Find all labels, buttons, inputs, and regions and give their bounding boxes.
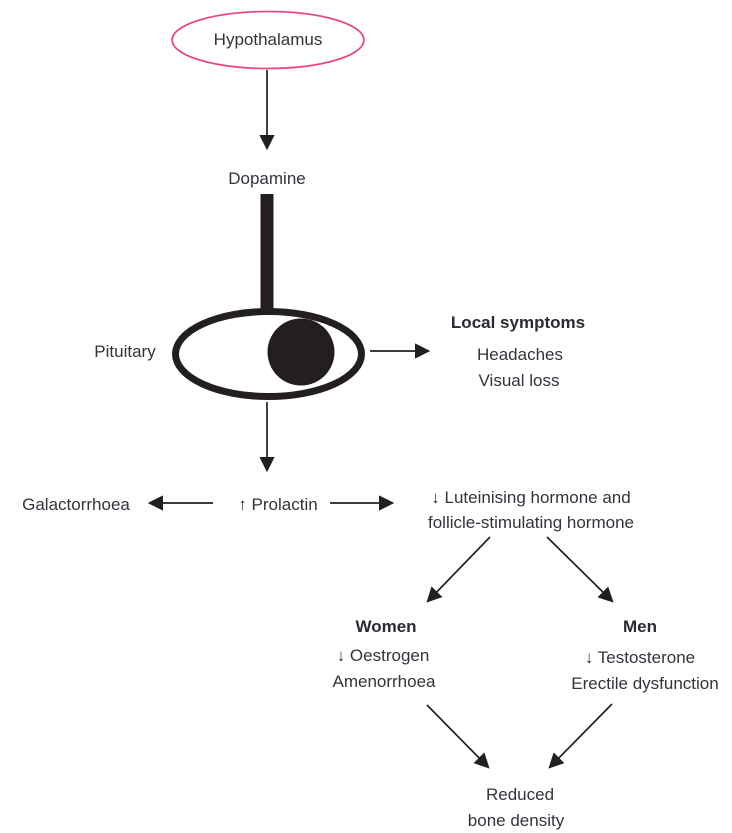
reduced-bone-density-line2: bone density [467,810,565,830]
local-symptom-visual-loss: Visual loss [478,370,560,390]
hypothalamus-label: Hypothalamus [213,29,323,49]
pituitary-label: Pituitary [94,341,156,361]
lhfsh-to-women-arrow [426,536,491,603]
adenoma-circle [267,318,335,386]
pituitary-stalk-bar [260,194,274,316]
men-testosterone: ↓ Testosterone [585,648,695,668]
lhfsh-line2: follicle-stimulating hormone [428,512,634,532]
down-arrow-icon: ↓ [431,487,440,507]
women-amenorrhoea: Amenorrhoea [332,671,436,691]
hypothalamus-ellipse [171,10,365,70]
lhfsh-line1: ↓ Luteinising hormone and [431,488,630,508]
up-arrow-icon: ↑ [238,494,247,514]
lhfsh-line1-text: Luteinising hormone and [444,487,631,507]
local-symptom-headaches: Headaches [476,344,564,364]
men-erectile-dysfunction: Erectile dysfunction [571,673,719,693]
lhfsh-to-men-arrow [546,536,614,603]
galactorrhoea-label: Galactorrhoea [22,494,130,514]
down-arrow-icon: ↓ [584,647,594,667]
men-testosterone-text: Testosterone [597,647,696,667]
dopamine-label: Dopamine [228,168,306,188]
men-title: Men [623,616,657,636]
men-to-bone-density-arrow [548,703,613,769]
women-to-bone-density-arrow [426,704,490,769]
prolactin-text: Prolactin [251,494,318,514]
reduced-bone-density-line1: Reduced [485,784,555,804]
down-arrow-icon: ↓ [336,645,346,665]
prolactin-label: ↑ Prolactin [238,495,317,515]
local-symptoms-title: Local symptoms [450,312,586,332]
women-title: Women [355,616,417,636]
women-oestrogen-text: Oestrogen [349,645,430,665]
women-oestrogen: ↓ Oestrogen [337,646,430,666]
